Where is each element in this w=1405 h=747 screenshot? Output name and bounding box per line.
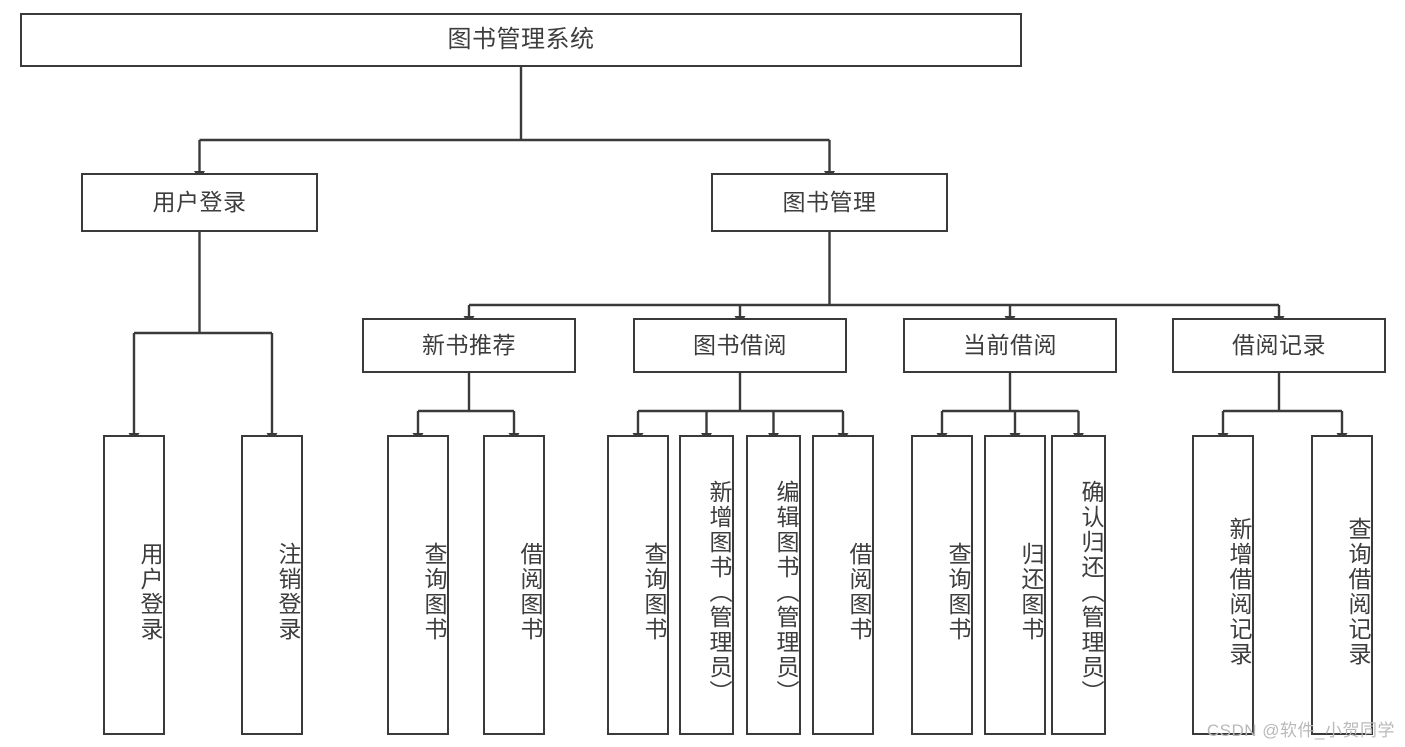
node-borrow-record[interactable]: 借阅记录: [1172, 318, 1386, 373]
node-leaf-confirm-return[interactable]: 确认归还（管理员）: [1051, 435, 1106, 735]
node-leaf-borrow-book-2[interactable]: 借阅图书: [812, 435, 874, 735]
node-leaf-query-book-1[interactable]: 查询图书: [387, 435, 449, 735]
node-label: 图书管理: [782, 188, 877, 215]
node-label: 新增借阅记录: [1226, 517, 1252, 667]
node-label: 查询图书: [421, 542, 447, 642]
node-label: 用户登录: [137, 542, 163, 642]
node-new-book-recommend[interactable]: 新书推荐: [362, 318, 576, 373]
node-leaf-return-book[interactable]: 归还图书: [984, 435, 1046, 735]
node-leaf-add-record[interactable]: 新增借阅记录: [1192, 435, 1254, 735]
node-current-borrow[interactable]: 当前借阅: [903, 318, 1117, 373]
node-book-manage[interactable]: 图书管理: [711, 173, 948, 232]
node-label: 确认归还（管理员）: [1078, 479, 1104, 705]
node-leaf-add-book[interactable]: 新增图书（管理员）: [679, 435, 734, 735]
node-leaf-edit-book[interactable]: 编辑图书（管理员）: [746, 435, 801, 735]
node-label: 当前借阅: [963, 331, 1057, 358]
node-label: 查询图书: [641, 542, 667, 642]
node-label: 注销登录: [275, 542, 301, 642]
node-leaf-borrow-book-1[interactable]: 借阅图书: [483, 435, 545, 735]
node-label: 借阅图书: [846, 542, 872, 642]
node-leaf-query-record[interactable]: 查询借阅记录: [1311, 435, 1373, 735]
node-leaf-logout[interactable]: 注销登录: [241, 435, 303, 735]
node-root-图书管理系统[interactable]: 图书管理系统: [20, 13, 1022, 67]
edge-group: [128, 67, 1348, 442]
node-label: 新书推荐: [422, 331, 516, 358]
node-leaf-query-book-3[interactable]: 查询图书: [911, 435, 973, 735]
node-label: 新增图书（管理员）: [706, 479, 732, 705]
node-leaf-user-login[interactable]: 用户登录: [103, 435, 165, 735]
node-label: 用户登录: [152, 188, 247, 215]
node-book-borrow[interactable]: 图书借阅: [633, 318, 847, 373]
node-label: 查询借阅记录: [1345, 517, 1371, 667]
node-label: 借阅记录: [1232, 331, 1326, 358]
watermark-text: CSDN @软件_小贺同学: [1206, 721, 1395, 740]
node-label: 借阅图书: [517, 542, 543, 642]
node-label: 图书管理系统: [447, 25, 595, 53]
node-label: 查询图书: [945, 542, 971, 642]
node-label: 归还图书: [1018, 542, 1044, 642]
node-label: 图书借阅: [693, 331, 787, 358]
node-leaf-query-book-2[interactable]: 查询图书: [607, 435, 669, 735]
node-label: 编辑图书（管理员）: [773, 479, 799, 705]
node-user-login[interactable]: 用户登录: [81, 173, 318, 232]
